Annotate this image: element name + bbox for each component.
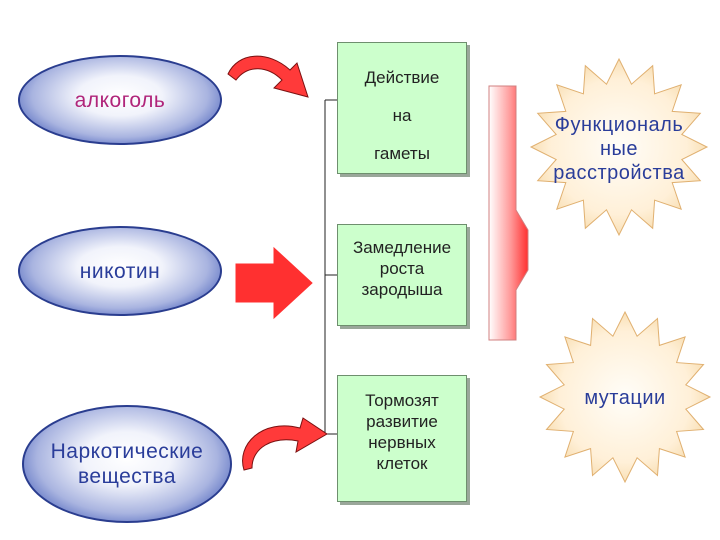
oval-alcohol: алкоголь: [18, 55, 222, 145]
functional-line1: Функциональ: [554, 114, 684, 136]
oval-drugs: Наркотические вещества: [22, 405, 232, 523]
outcome-mutations: мутации: [560, 386, 690, 410]
growth-line3: зародыша: [361, 280, 443, 299]
growth-line1: Замедление: [352, 238, 452, 257]
functional-line3: расстройства: [553, 162, 685, 184]
drugs-label-line1: Наркотические: [50, 440, 204, 463]
alcohol-label: алкоголь: [74, 88, 166, 112]
box-growth: Замедление роста зародыша: [337, 224, 467, 326]
gametes-line1: Действие: [364, 68, 440, 87]
box-gametes: Действие на гаметы: [337, 42, 467, 174]
box-nerves: Тормозят развитие нервных клеток: [337, 375, 467, 502]
drugs-label-line2: вещества: [77, 465, 177, 488]
nerves-line3: нервных: [368, 433, 436, 452]
nerves-line1: Тормозят: [365, 391, 439, 410]
growth-line2: роста: [379, 259, 425, 278]
gametes-line3: гаметы: [374, 144, 430, 163]
nicotine-label: никотин: [79, 259, 161, 283]
bracket-connector: [324, 99, 337, 435]
curved-arrow-drugs: [242, 417, 328, 471]
curved-arrow-alcohol: [227, 55, 309, 98]
functional-line2: ные: [599, 138, 639, 160]
nerves-line4: клеток: [376, 454, 428, 473]
mutations-label: мутации: [584, 387, 666, 409]
star-burst-mutations: [538, 310, 712, 484]
gametes-line2: на: [392, 106, 412, 125]
nerves-line2: развитие: [366, 412, 438, 431]
star-burst-functional: [529, 57, 709, 237]
straight-arrow-nicotine: [235, 246, 313, 320]
outcome-functional: Функциональ ные расстройства: [528, 113, 710, 185]
gradient-arrow-bar: [488, 85, 529, 341]
oval-nicotine: никотин: [18, 226, 222, 316]
